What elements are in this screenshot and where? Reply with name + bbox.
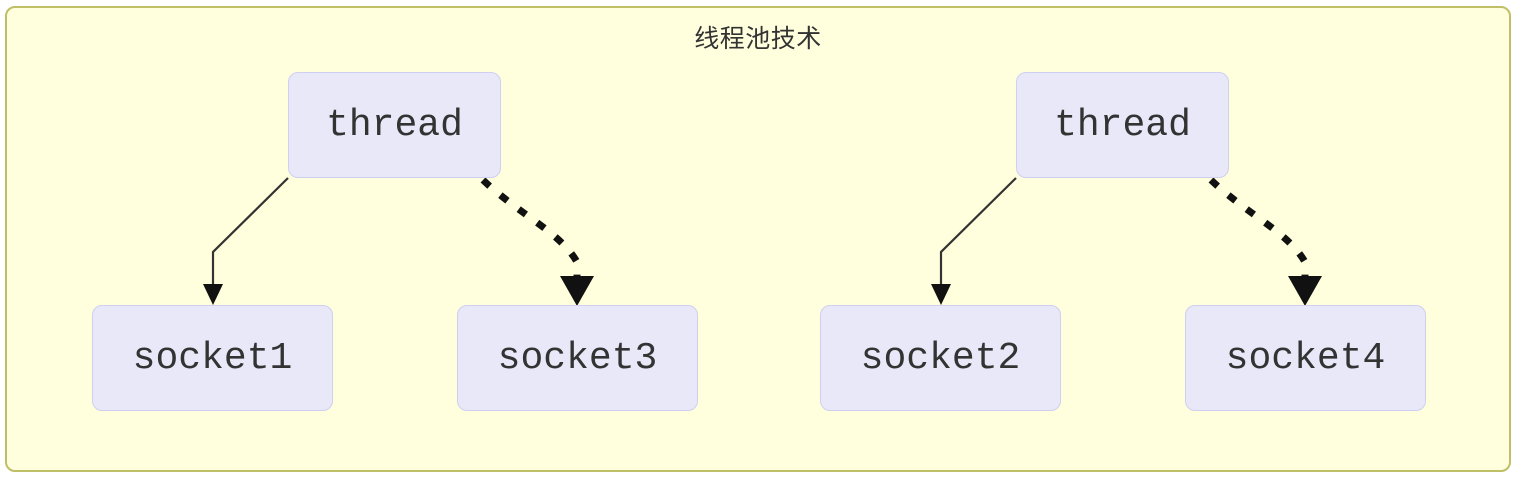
- node-socket4[interactable]: socket4: [1185, 305, 1426, 411]
- node-socket1[interactable]: socket1: [92, 305, 333, 411]
- node-thread-a[interactable]: thread: [288, 72, 501, 178]
- node-socket2[interactable]: socket2: [820, 305, 1061, 411]
- subgraph-title: 线程池技术: [694, 25, 822, 53]
- node-socket3[interactable]: socket3: [457, 305, 698, 411]
- node-thread-b[interactable]: thread: [1016, 72, 1229, 178]
